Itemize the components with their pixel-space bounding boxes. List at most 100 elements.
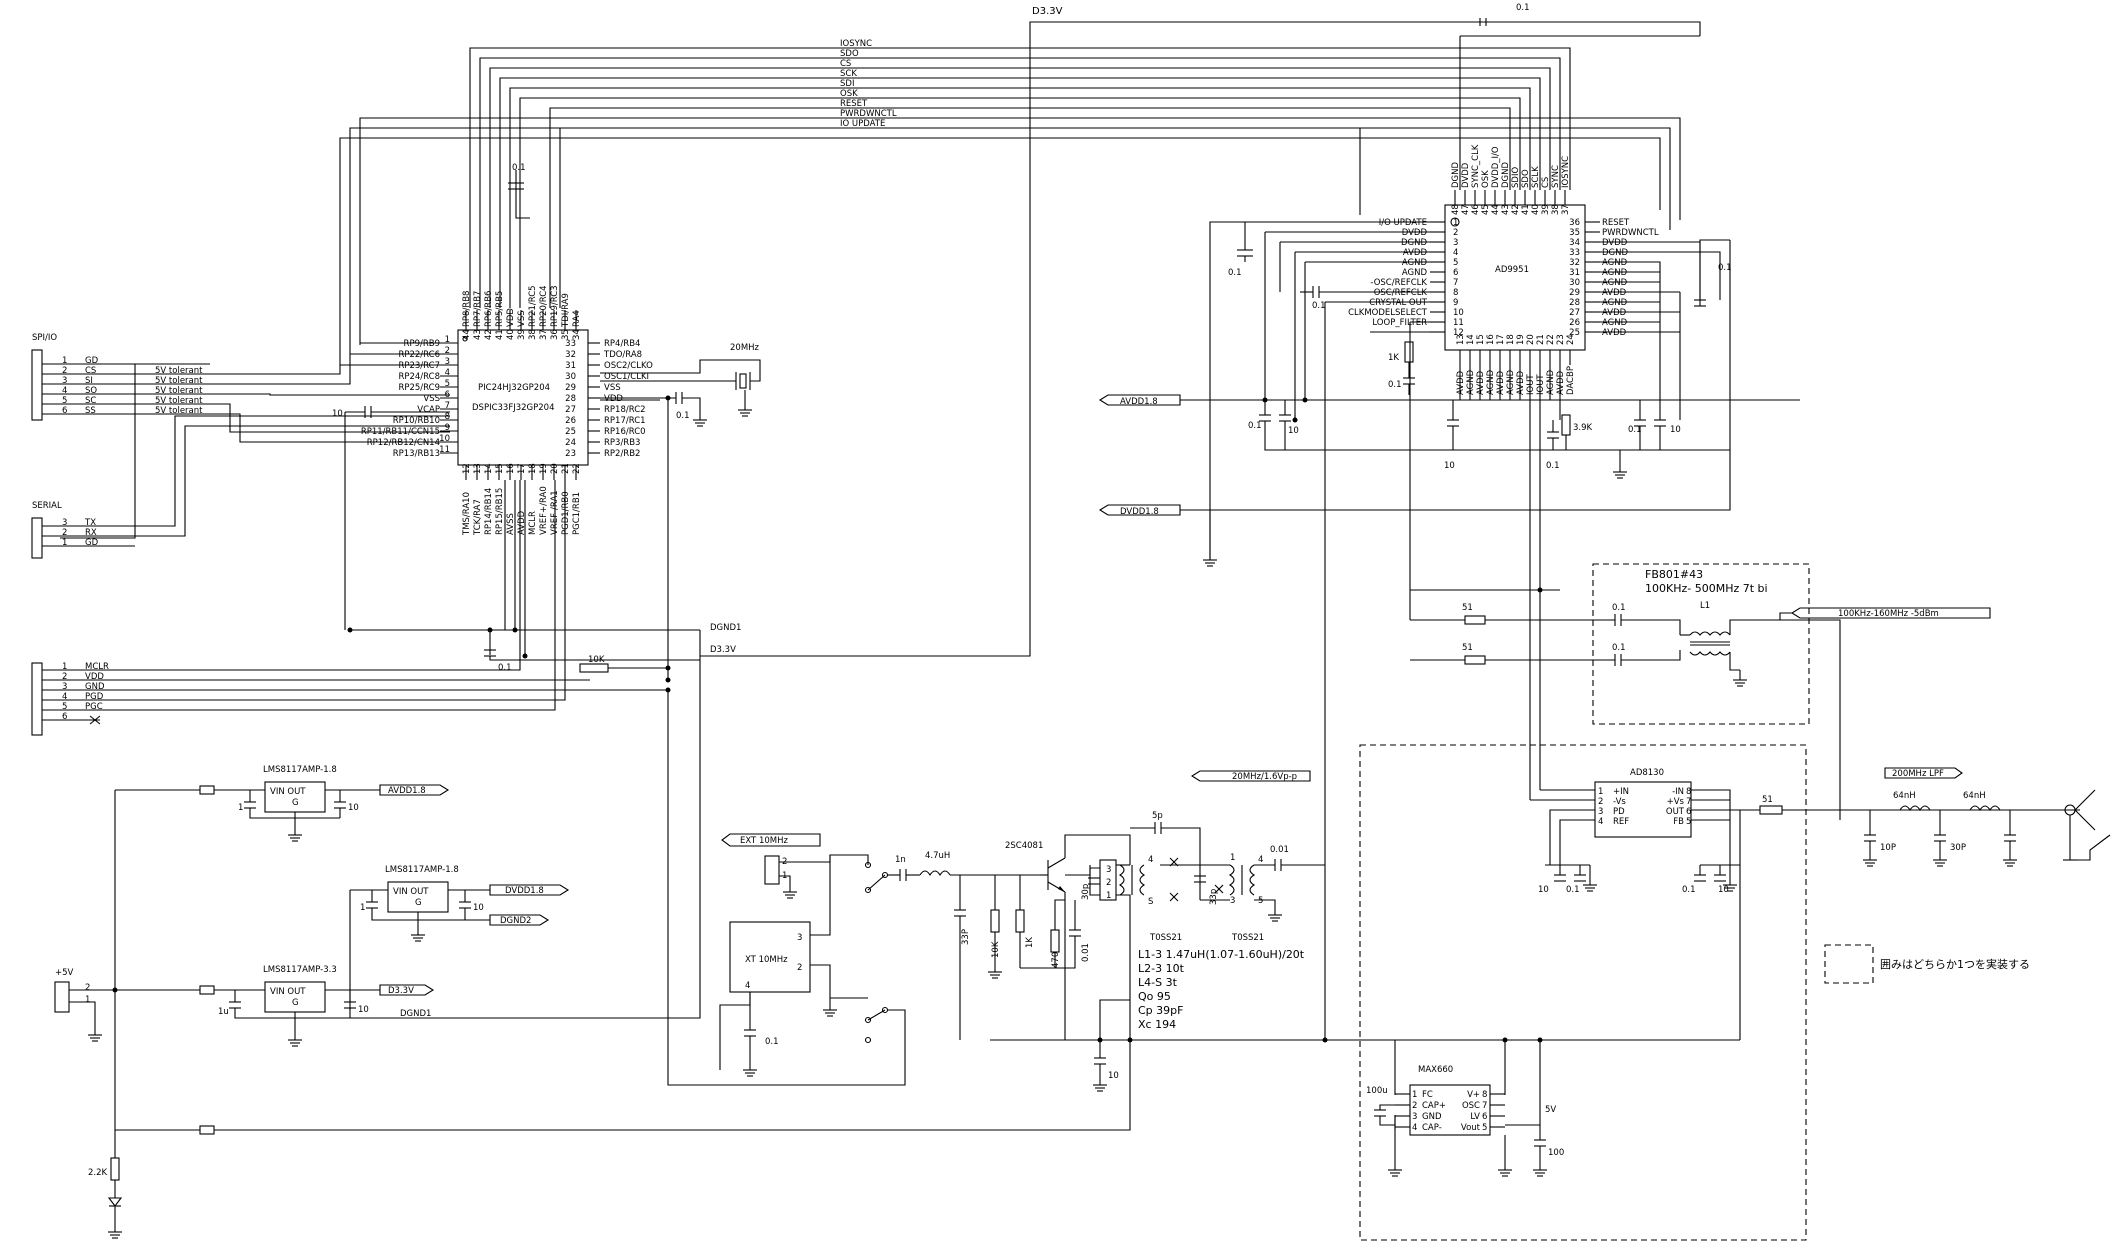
osc-out-net: 20MHz/1.6Vp-p — [1232, 772, 1297, 782]
dds-right-pin-num: 26 — [1569, 318, 1580, 328]
dds-bottom-pin-num: 16 — [1486, 334, 1496, 345]
cp-left-pin: CAP- — [1422, 1123, 1442, 1133]
dds-left-pin-num: 2 — [1453, 228, 1458, 238]
led-res-label: 2.2K — [88, 1168, 108, 1178]
dds-bottom-pin-name: AVDD — [1496, 370, 1506, 395]
mcu-bottom-pin-num: 13 — [473, 463, 483, 474]
xt-label: XT 10MHz — [745, 955, 788, 965]
mcu-top-cap-label: 0.1 — [512, 163, 526, 173]
mcu-bottom-pin-num: 12 — [462, 463, 472, 474]
tr-r470: 470 — [1051, 952, 1061, 968]
coil-notes: L1-3 1.47uH(1.07-1.60uH)/20t L2-3 10t L4… — [1138, 948, 1305, 1031]
mcu-chip: PIC24HJ32GP204 DSPIC33FJ32GP204 1RP9/RB9… — [340, 285, 653, 536]
dds-right-pin-name: RESET — [1602, 218, 1630, 228]
reg1-pins: VIN OUT — [270, 787, 306, 797]
reg2-name: LMS8117AMP-1.8 — [385, 865, 459, 875]
dds-top-pin-name: SDIO — [1511, 167, 1521, 188]
dds-bottom-pin-name: AGND — [1546, 369, 1556, 395]
xt-pin2: 2 — [797, 963, 802, 973]
avdd-cap1: 0.1 — [1248, 421, 1262, 431]
mcu-right-pin-num: 23 — [565, 449, 576, 459]
mcu-top-pin-name: RP6/RB6 — [484, 291, 494, 327]
tr-c001: 0.01 — [1081, 943, 1091, 962]
bus-io-update: IO UPDATE — [840, 119, 885, 129]
dds-bottom-pin-num: 17 — [1496, 334, 1506, 345]
mcu-top-pin-num: 39 — [517, 329, 527, 340]
t2-c001: 0.01 — [1270, 845, 1289, 855]
dds-left-pin-name: AVDD — [1403, 248, 1428, 258]
mcu-right-pin-num: 24 — [565, 438, 576, 448]
reg1-name: LMS8117AMP-1.8 — [263, 765, 337, 775]
mcu-left-pin-num: 7 — [445, 401, 450, 411]
serial-pin-name: GD — [85, 538, 99, 548]
mcu-bottom-pin-num: 15 — [495, 463, 505, 474]
xt-pin3: 3 — [797, 933, 802, 943]
mcu-right-pin-name: RP18/RC2 — [604, 405, 646, 415]
t2-c33p: 33p — [1209, 889, 1219, 905]
dds-bottom-pin-num: 22 — [1546, 334, 1556, 345]
t1-pin1: 1 — [1106, 891, 1111, 901]
reg1-out-net: AVDD1.8 — [388, 786, 426, 796]
dds-right-cap: 0.1 — [1718, 263, 1732, 273]
dds-right-wiring: 0.1 0.1 10 — [1600, 239, 1732, 450]
ref-r2-label: 51 — [1462, 643, 1473, 653]
mcu-left-pin-name: RP25/RC9 — [398, 383, 440, 393]
spi-pin-note: 5V tolerant — [155, 386, 203, 396]
dds-top-pin-name: IOSYNC — [1561, 156, 1571, 188]
dds-bottom-pin-name: AGND — [1506, 369, 1516, 395]
dds-bottom-pin-num: 20 — [1526, 334, 1536, 345]
spi-pin-name: CS — [85, 366, 96, 376]
dds-right-pin-num: 28 — [1569, 298, 1580, 308]
cap-top-label: 0.1 — [1516, 3, 1530, 13]
dds-left-pin-name: I/O UPDATE — [1379, 218, 1427, 228]
mcu-right-pin-num: 31 — [565, 361, 576, 371]
mcu-right-pin-num: 26 — [565, 416, 576, 426]
dds-refclk-cap: 0.1 — [1312, 301, 1326, 311]
xt-pin4: 4 — [745, 981, 750, 991]
dds-right-pin-name: DGND — [1602, 248, 1628, 258]
transformers: 5p 3 2 1 4 S 30p T0SS21 33p 1 3 — [1081, 770, 1325, 1040]
icsp-pin-num: 6 — [62, 712, 67, 722]
t2-label: T0SS21 — [1231, 933, 1264, 943]
spi-header-title: SPI/IO — [32, 333, 57, 343]
dds-left-pin-num: 12 — [1453, 328, 1464, 338]
tr-r10k: 10K — [991, 941, 1001, 958]
dds-left-pin-name: OSC/REFCLK — [1374, 288, 1428, 298]
legend-note: 囲みはどちらか1つを実装する — [1824, 944, 2030, 984]
icsp-pin-name: PGD — [85, 692, 104, 702]
dds-top-pin-name: SDO — [1521, 169, 1531, 188]
dds-right-pin-name: AGND — [1602, 278, 1628, 288]
dds-r-cap1: 0.1 — [1628, 425, 1642, 435]
dds-top-pin-num: 42 — [1511, 204, 1521, 215]
dds-top-pin-num: 44 — [1491, 204, 1501, 215]
dds-top-pin-num: 41 — [1521, 204, 1531, 215]
icsp-pin-name: PGC — [85, 702, 103, 712]
amp-out-res: 51 — [1762, 795, 1773, 805]
dds-dacbp-res: 3.9K — [1573, 423, 1593, 433]
lpf-c1: 10P — [1880, 843, 1896, 853]
mcu-bottom-pin-name: VREF+/RA0 — [539, 486, 549, 535]
dds-bottom-pin-num: 23 — [1556, 334, 1566, 345]
mcu-top-pin-num: 36 — [550, 329, 560, 340]
amp-left-pin-num: 1 — [1598, 787, 1603, 797]
coil-note-3: Qo 95 — [1138, 990, 1171, 1003]
cp-right-pin-num: 7 — [1482, 1101, 1487, 1111]
mcu-top-pin-num: 37 — [539, 329, 549, 340]
mcu-bottom-pin-num: 22 — [572, 463, 582, 474]
serial-pin-num: 3 — [62, 518, 67, 528]
icsp-pin-num: 2 — [62, 672, 67, 682]
dds-lf-cap: 0.1 — [1388, 380, 1402, 390]
cp-left-pin-num: 3 — [1412, 1112, 1417, 1122]
mcu-bottom-pin-num: 19 — [539, 463, 549, 474]
mcu-top-pin-num: 43 — [473, 329, 483, 340]
dds-bottom-cap10: 10 — [1444, 461, 1455, 471]
osc-c1n: 1n — [895, 855, 906, 865]
icsp-pin-num: 5 — [62, 702, 67, 712]
dds-left-pin-num: 3 — [1453, 238, 1458, 248]
dds-bottom-pin-num: 18 — [1506, 334, 1516, 345]
oscillator-section: EXT 10MHz 2 1 1n 4.7uH 33P XT 10MHz 3 2 … — [667, 690, 1040, 1086]
mcu-top-pin-name: RP5/RB5 — [495, 291, 505, 327]
regulator-3: LMS8117AMP-3.3 VIN OUT G D3.3V 1u 10 DGN… — [115, 630, 701, 1047]
dds-left-pin-num: 9 — [1453, 298, 1458, 308]
